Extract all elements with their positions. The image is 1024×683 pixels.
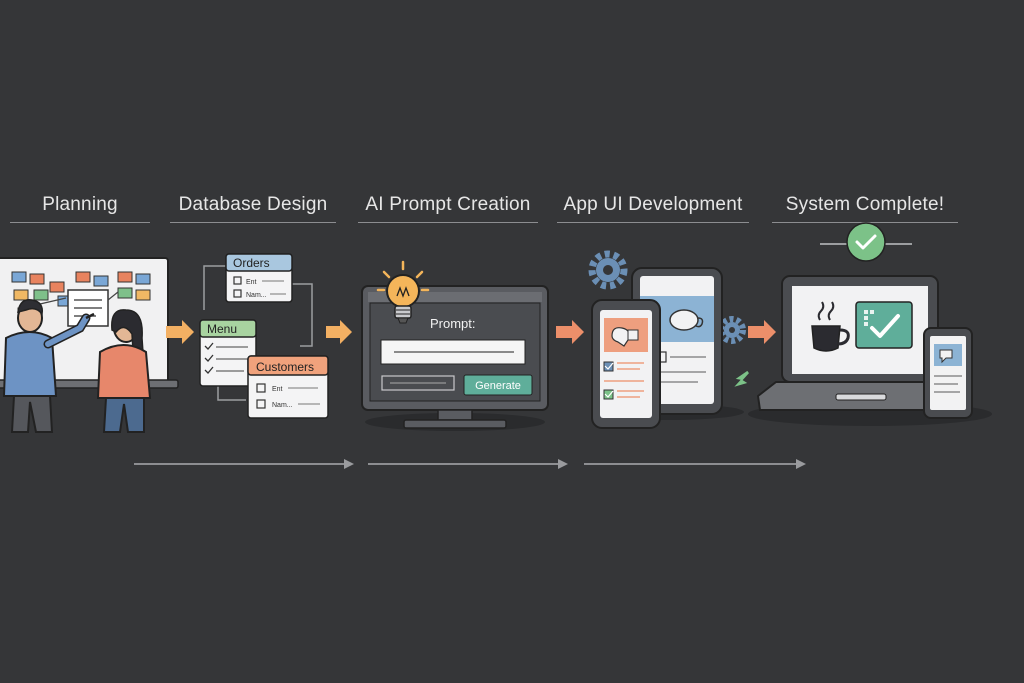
orders-field-2: Nam...: [246, 292, 267, 299]
prompt-illustration: Prompt: Generate: [361, 260, 549, 431]
coffee-cup-icon: [811, 301, 850, 352]
customers-table-title: Customers: [256, 360, 314, 374]
stage-title-app-ui-development: App UI Development: [563, 194, 743, 215]
flow-arrow-database-to-prompt: [326, 320, 352, 344]
stage-underline-planning: [10, 222, 150, 223]
flow-arrow-planning-to-database: [166, 320, 194, 344]
menu-table-card: Menu: [199, 319, 257, 387]
checkmark-icon: [846, 222, 886, 262]
gear-icon-secondary: [718, 316, 746, 344]
menu-table-title: Menu: [207, 322, 237, 336]
green-arrow-icon: [734, 370, 749, 387]
stage-title-database-design: Database Design: [178, 194, 328, 215]
stage-underline-ai-prompt-creation: [358, 222, 538, 223]
person-planner-left: [2, 299, 95, 433]
customers-field-2: Nam...: [272, 402, 293, 409]
flow-arrow-app-to-complete: [748, 320, 776, 344]
app-ui-illustration: [588, 250, 749, 429]
prompt-label: Prompt:: [430, 316, 476, 331]
database-illustration: Orders Ent Nam... Menu: [199, 253, 329, 419]
stage-title-ai-prompt-creation: AI Prompt Creation: [365, 194, 531, 215]
flow-arrow-prompt-to-app: [556, 320, 584, 344]
customers-table-card: Customers Ent Nam...: [247, 355, 329, 419]
stage-title-system-complete: System Complete!: [785, 194, 945, 215]
generate-button-label: Generate: [475, 380, 521, 392]
lightbulb-icon: [376, 260, 430, 324]
person-planner-right: [96, 309, 152, 433]
gear-icon: [588, 250, 628, 290]
generate-button-shape: [463, 374, 533, 396]
stage-title-planning: Planning: [42, 194, 118, 215]
stage-underline-database-design: [170, 222, 336, 223]
planning-illustration: [0, 257, 179, 433]
system-complete-illustration: [748, 222, 992, 426]
orders-field-1: Ent: [246, 279, 257, 286]
orders-table-card: Orders Ent Nam...: [225, 253, 293, 303]
customers-field-1: Ent: [272, 386, 283, 393]
orders-table-title: Orders: [233, 256, 270, 270]
stage-underline-app-ui-development: [557, 222, 749, 223]
